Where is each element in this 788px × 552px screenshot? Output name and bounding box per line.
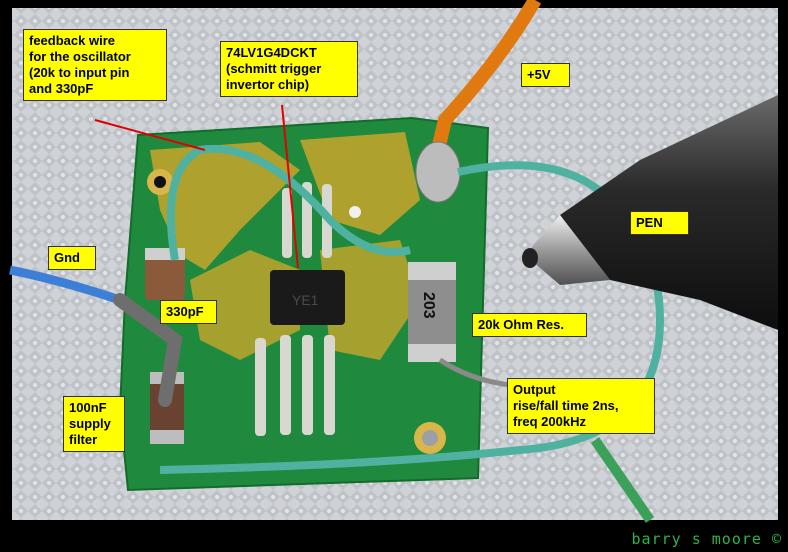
capacitor-330pf <box>145 248 185 300</box>
plus5v-wire <box>431 0 542 152</box>
output-loop-wire <box>159 161 665 474</box>
feedback-wire-label: feedback wire for the oscillator (20k to… <box>23 29 167 101</box>
pen-label: PEN <box>630 211 689 235</box>
plus5v-label: +5V <box>521 63 570 87</box>
resistor-label: 20k Ohm Res. <box>472 313 587 337</box>
capacitor-100nf <box>150 372 184 442</box>
svg-text:YE1: YE1 <box>292 292 319 308</box>
green-wire <box>590 437 655 523</box>
solder-joint <box>415 141 461 203</box>
capacitor-100nf-label: 100nF supply filter <box>63 396 125 452</box>
chip-label: 74LV1G4DCKT (schmitt trigger invertor ch… <box>220 41 358 97</box>
pcb: YE1 203 <box>118 116 490 492</box>
gnd-label: Gnd <box>48 246 96 270</box>
capacitor-330pf-label: 330pF <box>160 300 217 324</box>
resistor-marking: 203 <box>420 292 437 319</box>
schmitt-trigger-chip <box>270 270 345 325</box>
photo-credit: barry s moore © <box>631 530 782 548</box>
output-label: Output rise/fall time 2ns, freq 200kHz <box>507 378 655 434</box>
resistor-20k <box>408 262 456 362</box>
feedback-wire <box>166 144 411 261</box>
